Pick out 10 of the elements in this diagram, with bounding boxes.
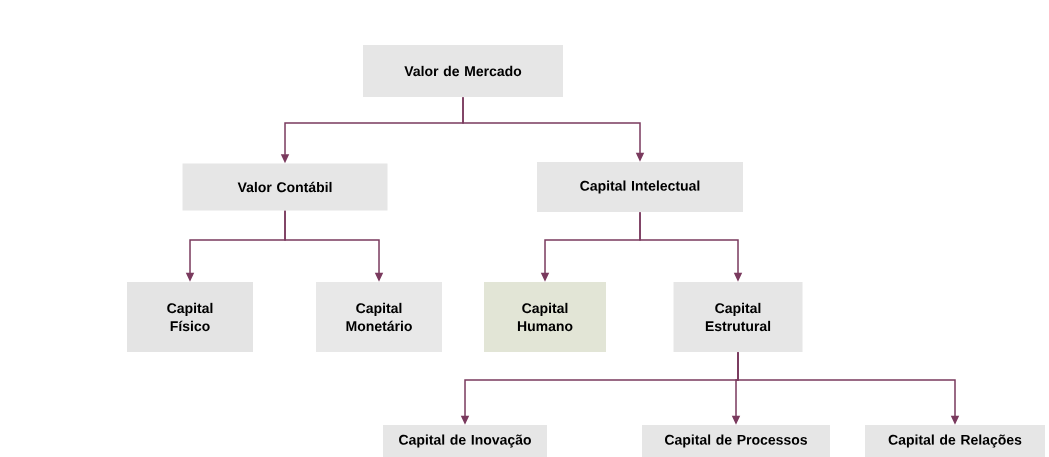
concept-box: Capital Intelectual [537,162,743,212]
concept-box: Capital de Processos [642,425,830,457]
concept-box: Capital Monetário [316,282,442,352]
concept-box: Capital Estrutural [673,282,803,352]
concept-box: Capital de Inovação [383,425,547,457]
concept-box: Capital Físico [127,282,253,352]
concept-box: Capital Humano [484,282,606,352]
concept-box: Valor de Mercado [363,45,563,97]
concept-box: Valor Contábil [182,163,388,211]
concept-box: Capital de Relações [865,425,1045,457]
